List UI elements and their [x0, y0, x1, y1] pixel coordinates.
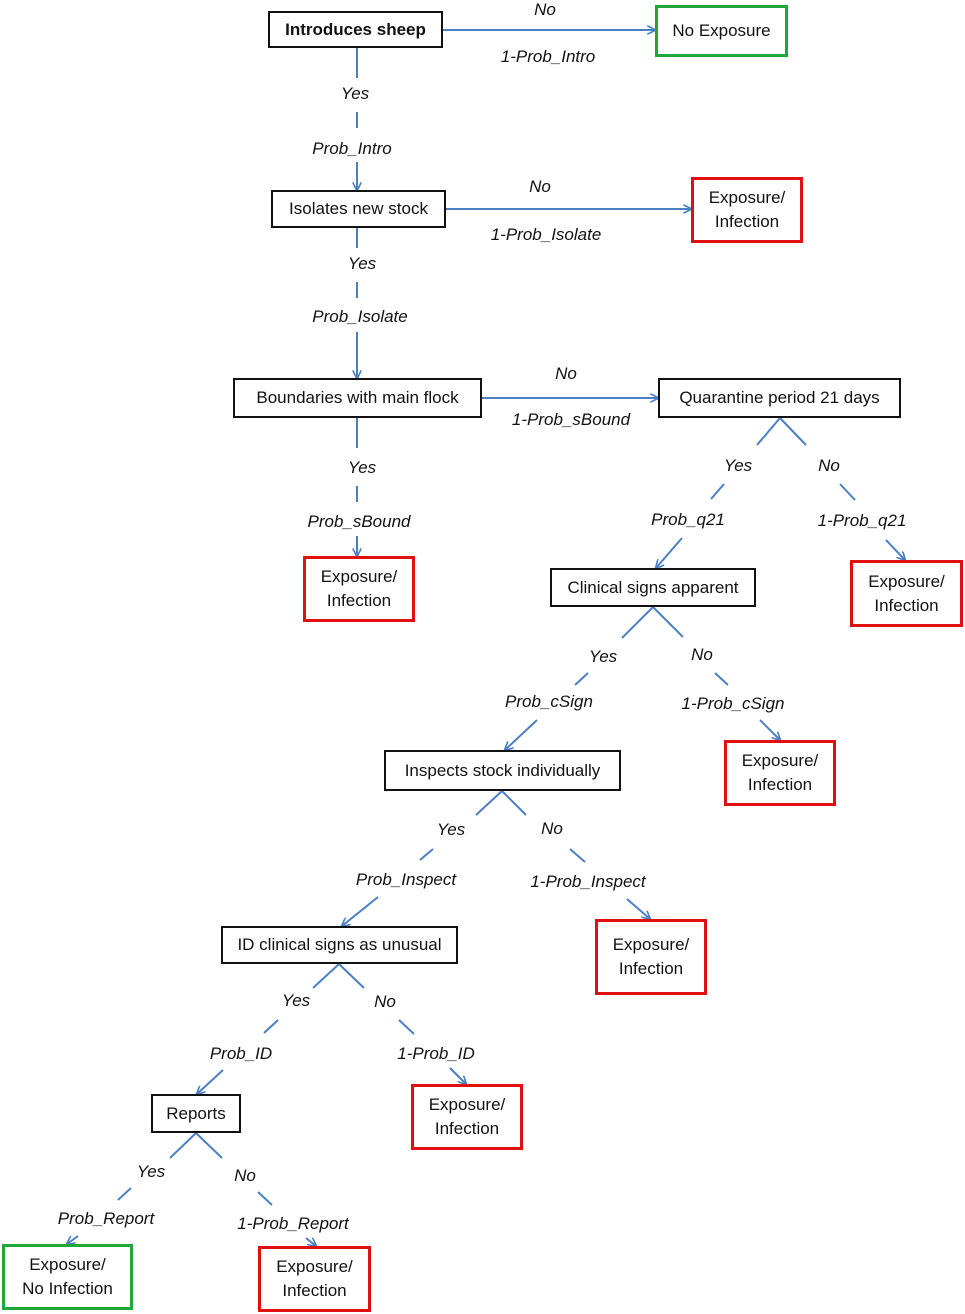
outcome-line-2: Infection: [714, 212, 780, 231]
outcome-report-exposure-infection: Exposure/ Infection: [258, 1246, 371, 1312]
edge-inspect-no-b: [569, 848, 586, 863]
label-intro-no: No: [532, 0, 558, 20]
edge-csign-no-c: [759, 719, 780, 740]
outcome-line-2: Infection: [282, 1281, 347, 1300]
edge-id-no-b: [398, 1019, 415, 1035]
outcome-exposure-no-infection: Exposure/ No Infection: [2, 1244, 133, 1310]
outcome-line-2: Infection: [326, 591, 392, 610]
edge-inspect-yes-a: [475, 790, 503, 816]
outcome-line-2: Infection: [434, 1119, 500, 1138]
edge-report-yes-b: [117, 1187, 132, 1201]
edge-q21-no-c: [885, 539, 905, 560]
label-intro-yes: Yes: [338, 84, 372, 104]
outcome-line-1: Exposure/: [612, 935, 690, 954]
edge-report-yes-a: [169, 1132, 197, 1159]
edge-csign-yes-c: [505, 719, 538, 750]
edge-inspect-yes-b: [419, 848, 434, 861]
label-inspect-yes: Yes: [434, 820, 468, 840]
outcome-line-1: Exposure/: [868, 571, 945, 591]
edge-report-no-c: [305, 1237, 316, 1246]
label-bound-no-prob: 1-Prob_sBound: [509, 410, 633, 430]
outcome-line-2: No Infection: [22, 1279, 113, 1298]
label-bound-no: No: [553, 364, 579, 384]
node-inspects-stock-individually: Inspects stock individually: [384, 750, 621, 791]
edge-csign-yes-a: [621, 606, 654, 639]
edge-id-no-c: [449, 1067, 466, 1084]
outcome-line-2: Infection: [747, 775, 813, 794]
label-report-no: No: [232, 1166, 258, 1186]
edge-id-yes-b: [263, 1019, 279, 1034]
edge-id-yes-c: [197, 1069, 224, 1094]
label-report-no-prob: 1-Prob_Report: [235, 1214, 351, 1234]
label-csign-no: No: [689, 645, 715, 665]
outcome-q21-exposure-infection: Exposure/ Infection: [850, 560, 963, 627]
edge-q21-no-a: [779, 417, 807, 446]
label-inspect-no: No: [539, 819, 565, 839]
edge-id-yes-a: [312, 963, 340, 989]
outcome-line-1: Exposure/: [29, 1255, 106, 1274]
label-csign-yes: Yes: [586, 647, 620, 667]
node-id-clinical-signs-unusual: ID clinical signs as unusual: [221, 926, 458, 964]
edge-q21-yes-a: [756, 417, 781, 446]
label-bound-yes-prob: Prob_sBound: [305, 512, 413, 532]
node-boundaries-with-main-flock: Boundaries with main flock: [233, 378, 482, 418]
label-q21-yes-prob: Prob_q21: [649, 510, 727, 530]
edge-csign-no-b: [714, 672, 729, 686]
outcome-line-2: Infection: [874, 595, 939, 615]
label-isolate-yes-prob: Prob_Isolate: [310, 307, 410, 327]
edge-inspect-no-a: [501, 790, 527, 816]
label-id-yes: Yes: [279, 991, 313, 1011]
outcome-no-exposure: No Exposure: [655, 5, 788, 57]
outcome-line-1: Exposure/: [428, 1095, 506, 1114]
outcome-line-1: Exposure/: [708, 188, 786, 207]
edge-inspect-yes-c: [342, 896, 379, 926]
outcome-line-2: Infection: [618, 959, 684, 978]
edge-csign-no-a: [652, 606, 684, 638]
label-id-no: No: [372, 992, 398, 1012]
node-quarantine-period: Quarantine period 21 days: [658, 378, 901, 418]
label-isolate-yes: Yes: [345, 254, 379, 274]
outcome-csign-exposure-infection: Exposure/ Infection: [724, 740, 836, 806]
label-q21-yes: Yes: [721, 456, 755, 476]
outcome-id-exposure-infection: Exposure/ Infection: [411, 1084, 523, 1150]
label-id-yes-prob: Prob_ID: [207, 1044, 275, 1064]
outcome-bound-exposure-infection: Exposure/ Infection: [303, 556, 415, 622]
label-id-no-prob: 1-Prob_ID: [395, 1044, 477, 1064]
label-report-yes-prob: Prob_Report: [55, 1209, 157, 1229]
outcome-isolate-exposure-infection: Exposure/ Infection: [691, 177, 803, 243]
node-introduces-sheep: Introduces sheep: [268, 11, 443, 48]
edge-report-no-a: [195, 1132, 223, 1159]
node-clinical-signs-apparent: Clinical signs apparent: [550, 568, 756, 607]
label-inspect-yes-prob: Prob_Inspect: [353, 870, 459, 890]
label-inspect-no-prob: 1-Prob_Inspect: [528, 872, 648, 892]
label-isolate-no-prob: 1-Prob_Isolate: [488, 225, 604, 245]
outcome-line-1: Exposure/: [320, 567, 398, 586]
outcome-inspect-exposure-infection: Exposure/ Infection: [595, 919, 707, 995]
edge-q21-yes-b: [710, 483, 725, 500]
label-csign-yes-prob: Prob_cSign: [503, 692, 595, 712]
label-q21-no-prob: 1-Prob_q21: [815, 511, 909, 531]
label-report-yes: Yes: [134, 1162, 168, 1182]
label-bound-yes: Yes: [345, 458, 379, 478]
label-csign-no-prob: 1-Prob_cSign: [679, 694, 787, 714]
edge-csign-yes-b: [574, 672, 589, 686]
edge-id-no-a: [338, 963, 365, 989]
label-intro-no-prob: 1-Prob_Intro: [498, 47, 598, 67]
node-isolates-new-stock: Isolates new stock: [271, 190, 446, 228]
label-intro-yes-prob: Prob_Intro: [310, 139, 394, 159]
edge-report-no-b: [257, 1191, 273, 1206]
label-isolate-no: No: [527, 177, 553, 197]
outcome-line-1: Exposure/: [276, 1257, 353, 1276]
edge-q21-yes-c: [656, 537, 683, 568]
edge-inspect-no-c: [626, 898, 650, 919]
edge-report-yes-c: [67, 1235, 79, 1244]
outcome-line-1: Exposure/: [741, 751, 819, 770]
edge-q21-no-b: [839, 483, 856, 501]
node-reports: Reports: [151, 1094, 241, 1133]
label-q21-no: No: [816, 456, 842, 476]
